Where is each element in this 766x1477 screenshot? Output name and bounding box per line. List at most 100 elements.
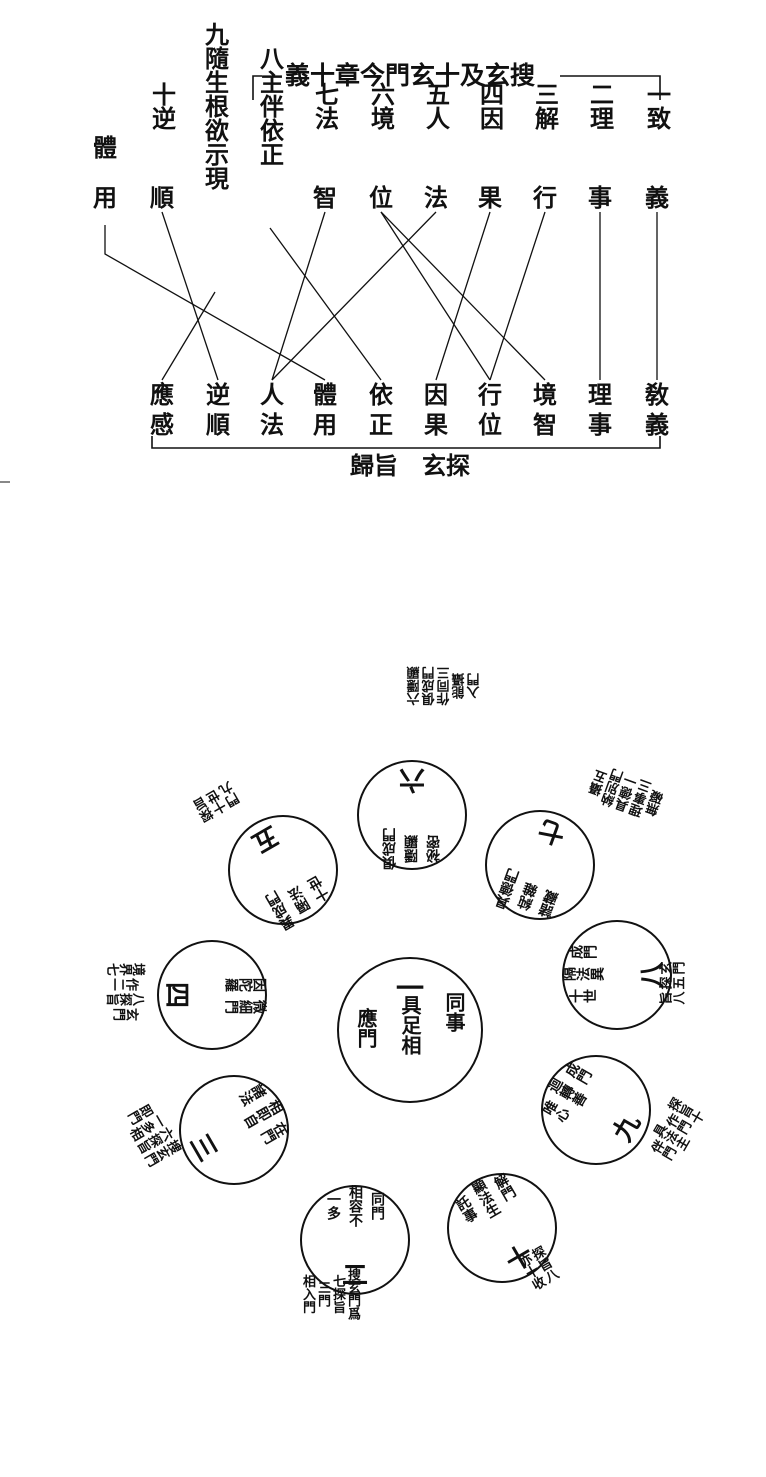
circle-numeral: 八 xyxy=(638,961,668,988)
link-line xyxy=(489,211,546,381)
circle-text-1: 十世 xyxy=(568,989,597,1005)
column-label-1: 一致 xyxy=(643,82,672,131)
top-bracket xyxy=(252,75,661,100)
target-bottom-3: 智 xyxy=(533,410,557,439)
circle-node-四: 四因陀羅微細門 xyxy=(157,940,268,1050)
note-line-4: 境界七 xyxy=(106,960,146,976)
top-title: 義十章今門玄十及玄搜 xyxy=(285,61,535,90)
column-item-1: 義 xyxy=(645,183,669,212)
circle-node-二: 二一多相容不同門 xyxy=(300,1184,410,1295)
bottom-bracket xyxy=(151,436,661,449)
circle-text-3: 同門 xyxy=(369,1192,385,1221)
center-text-1: 同事 xyxy=(442,992,466,1033)
circle-numeral: 四 xyxy=(161,982,191,1008)
link-line xyxy=(380,211,491,381)
circle-numeral: 七 xyxy=(535,813,570,850)
circle-text-3: 成門 xyxy=(568,945,598,961)
column-item-7: 智 xyxy=(313,183,337,212)
circle-diagram: 一同事具足相應門六祕密隱顯俱成門六隱顯俱成門作同三能攝入門七諸藏純雜具德門攝五納… xyxy=(105,665,707,1321)
column-label-10: 十逆 xyxy=(148,82,177,131)
target-bottom-5: 果 xyxy=(424,410,448,439)
column-label-3: 三解 xyxy=(531,82,560,131)
column-item-4: 果 xyxy=(478,183,502,212)
circle-outline xyxy=(300,1185,410,1295)
circle-outline xyxy=(562,920,672,1030)
link-line xyxy=(271,211,326,381)
center-text-2: 具足相 xyxy=(398,995,422,1056)
circle-note-六: 六隱顯俱成門作同三能攝入門 xyxy=(407,665,483,706)
center-numeral: 一 xyxy=(396,972,424,1005)
circle-text-2: 純雜 xyxy=(516,880,541,914)
circle-content: 二一多相容不同門 xyxy=(325,1184,385,1291)
circle-content: 八十世 隔法異 成門 xyxy=(562,945,668,1005)
note-line-1: 玄門 xyxy=(112,1005,140,1021)
link-line xyxy=(269,227,382,381)
target-top-8: 人 xyxy=(260,380,284,409)
center-circle xyxy=(337,957,483,1103)
note-line-3: 作同三 xyxy=(437,666,453,706)
circle-outline xyxy=(447,1173,557,1283)
column-label-body: 體 xyxy=(93,133,117,162)
column-item-3: 行 xyxy=(532,183,557,212)
circle-text-2: 隔法異 xyxy=(562,967,605,983)
target-top-7: 體 xyxy=(313,380,337,409)
column-item-10: 順 xyxy=(150,183,175,212)
circle-node-八: 八十世 隔法異 成門 xyxy=(562,920,672,1030)
target-top-2: 理 xyxy=(588,380,612,409)
circle-text-2: 微細門 xyxy=(224,998,268,1015)
target-top-3: 境 xyxy=(533,380,557,409)
note-line-3: 作二 xyxy=(113,975,140,991)
column-item-5: 法 xyxy=(424,183,448,212)
circle-content: 四因陀羅微細門 xyxy=(161,976,268,1015)
note-line-2: 探五 xyxy=(658,977,685,993)
target-bottom-10: 感 xyxy=(150,410,174,439)
target-top-9: 逆 xyxy=(206,380,230,409)
circle-numeral: 六 xyxy=(399,764,425,794)
target-top-10: 應 xyxy=(150,380,174,409)
top-correspondence-diagram: 義十章今門玄十及玄搜一致義二理事三解行四因果五人法六境位七法智八主伴依正九隨生根… xyxy=(0,22,672,483)
center-text-3: 應門 xyxy=(354,1007,378,1048)
bottom-title: 歸旨 玄探 xyxy=(350,451,470,480)
column-label-2: 二理 xyxy=(586,82,615,130)
note-line-4: 相入門 xyxy=(300,1274,316,1315)
target-bottom-9: 順 xyxy=(206,410,231,439)
circle-outline xyxy=(179,1075,289,1185)
circle-text-3: 俱成門 xyxy=(381,827,398,871)
note-line-5: 入門 xyxy=(467,672,483,699)
note-line-4: 能攝 xyxy=(452,672,468,700)
note-line-1: 玄門 xyxy=(658,962,686,978)
target-top-4: 行 xyxy=(477,380,502,409)
column-label-6: 六境 xyxy=(367,82,396,131)
circle-outline xyxy=(157,940,267,1050)
target-top-1: 敎 xyxy=(645,380,669,409)
circle-numeral: 二 xyxy=(342,1261,368,1291)
target-bottom-8: 法 xyxy=(260,410,284,439)
note-line-2: 八探旨 xyxy=(105,990,145,1007)
target-bottom-4: 位 xyxy=(478,410,502,439)
note-line-1: 搜玄門爲 xyxy=(345,1267,361,1321)
link-line xyxy=(104,225,326,381)
column-label-5: 五人 xyxy=(422,82,451,130)
note-line-2: 七探旨 xyxy=(330,1275,346,1315)
link-line xyxy=(271,211,437,381)
circle-outline xyxy=(485,810,595,920)
column-item-6: 位 xyxy=(369,183,393,212)
circle-text-2: 相容不 xyxy=(347,1184,364,1228)
note-line-1: 六隱顯 xyxy=(407,665,423,706)
target-bottom-6: 正 xyxy=(369,410,393,439)
circle-outline xyxy=(228,815,338,925)
column-label-9: 九隨生根欲示現 xyxy=(201,22,230,191)
circle-outline xyxy=(357,760,467,870)
